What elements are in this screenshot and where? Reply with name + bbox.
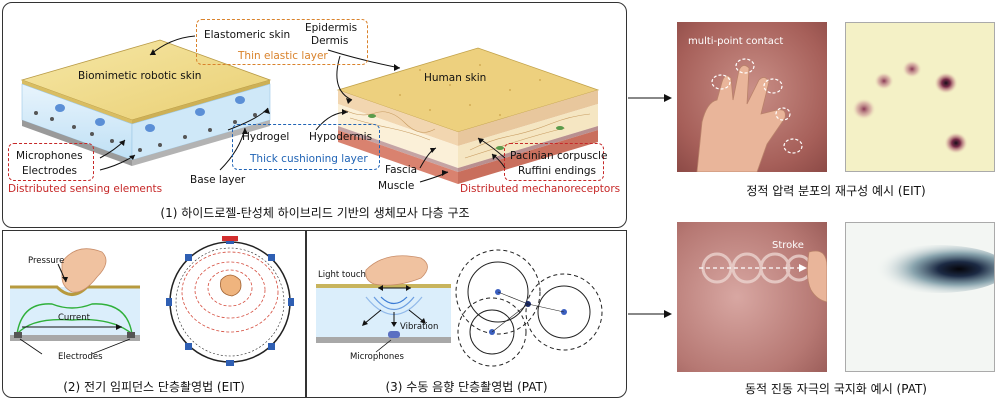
label-biomimetic-robotic-skin: Biomimetic robotic skin	[78, 70, 202, 82]
label-elastomeric-skin: Elastomeric skin	[204, 29, 291, 41]
eit-reconstruction-map	[845, 22, 995, 172]
label-pressure: Pressure	[28, 256, 65, 266]
caption-eit: (2) 전기 임피던스 단층촬영법 (EIT)	[63, 380, 245, 394]
label-thick-cushioning-layer: Thick cushioning layer	[250, 153, 368, 165]
caption-pat: (3) 수동 음향 단층촬영법 (PAT)	[385, 380, 548, 394]
label-distributed-sensing-elements: Distributed sensing elements	[8, 183, 163, 195]
label-pacinian-corpuscle: Pacinian corpuscle	[510, 150, 608, 162]
label-current: Current	[58, 313, 90, 323]
label-human-skin: Human skin	[424, 72, 487, 84]
label-ruffini-endings: Ruffini endings	[518, 165, 597, 177]
label-electrodes: Electrodes	[22, 165, 78, 177]
label-hypodermis: Hypodermis	[309, 131, 373, 143]
sensing-elements-box	[8, 143, 94, 181]
label-vibration: Vibration	[400, 322, 439, 332]
pat-localization-map	[845, 222, 995, 372]
label-fascia: Fascia	[385, 164, 418, 176]
label-microphones: Microphones	[16, 150, 83, 162]
label-microphones-pat: Microphones	[350, 352, 404, 362]
caption-static: 정적 압력 분포의 재구성 예시 (EIT)	[746, 184, 926, 198]
label-distributed-mechanoreceptors: Distributed mechanoreceptors	[460, 183, 621, 195]
eit-illustration	[10, 236, 294, 366]
label-dermis: Dermis	[311, 35, 349, 47]
mechanoreceptors-box	[504, 143, 604, 181]
label-multi-point-contact: multi-point contact	[688, 36, 784, 47]
label-electrodes-eit: Electrodes	[58, 352, 103, 362]
label-light-touch: Light touch	[318, 270, 366, 280]
caption-dynamic: 동적 진동 자극의 국지화 예시 (PAT)	[745, 382, 927, 396]
thin-elastic-layer-box	[196, 19, 368, 65]
label-base-layer: Base layer	[190, 174, 246, 186]
caption-structure: (1) 하이드로젤-탄성체 하이브리드 기반의 생체모사 다층 구조	[160, 206, 470, 220]
multi-point-contact-photo	[677, 22, 827, 172]
label-epidermis: Epidermis	[305, 22, 358, 34]
label-stroke: Stroke	[772, 240, 804, 251]
label-muscle: Muscle	[378, 180, 415, 192]
stroke-photo	[677, 222, 827, 372]
connector-arrows	[628, 94, 672, 318]
label-hydrogel: Hydrogel	[242, 131, 290, 143]
thick-cushioning-layer-box	[232, 124, 380, 170]
label-thin-elastic-layer: Thin elastic layer	[238, 50, 328, 62]
pat-illustration	[316, 249, 603, 367]
